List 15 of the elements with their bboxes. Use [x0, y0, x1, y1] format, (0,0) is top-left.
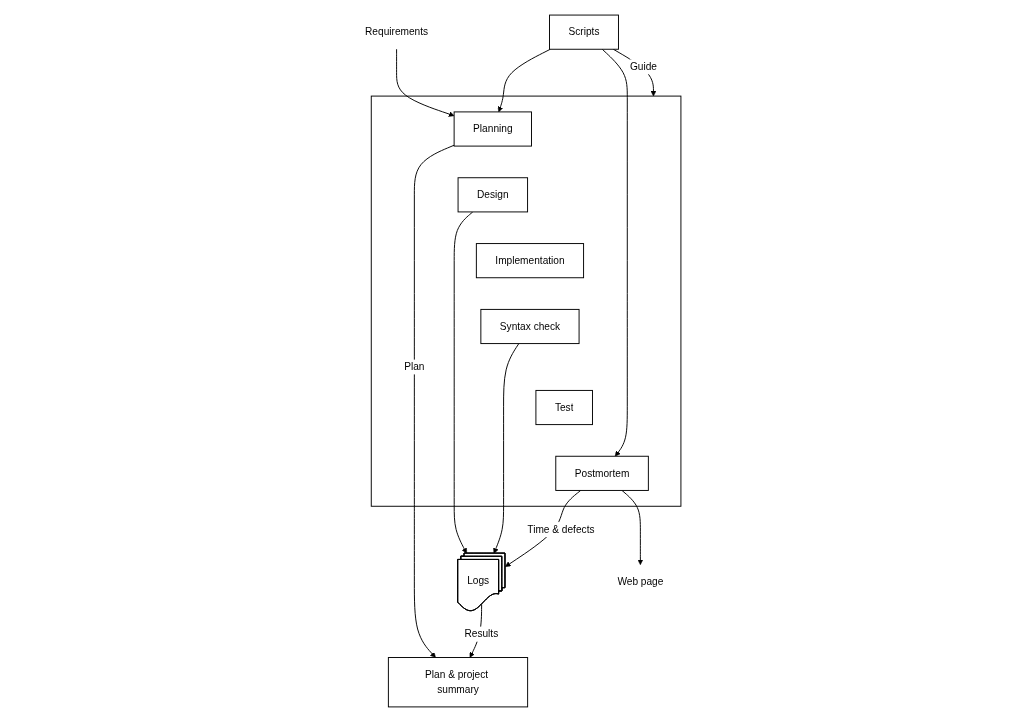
node-box: Planning [453, 111, 532, 147]
edge-label: Plan [403, 361, 425, 373]
node-box: Postmortem [555, 455, 649, 491]
node-box: Plan & project summary [387, 657, 528, 708]
node-box: Implementation [475, 243, 584, 279]
edge-label: Time & defects [527, 524, 595, 535]
cluster [370, 95, 682, 507]
edge-label: Guide [629, 61, 657, 72]
node-box: Scripts [548, 14, 619, 50]
node-box: Test [535, 389, 593, 426]
edge-label: Results [464, 628, 498, 640]
node-text: Web page [617, 576, 664, 587]
node-box: Design [457, 177, 528, 213]
node-box: Syntax check [480, 308, 580, 345]
node-text: Requirements [364, 26, 428, 38]
